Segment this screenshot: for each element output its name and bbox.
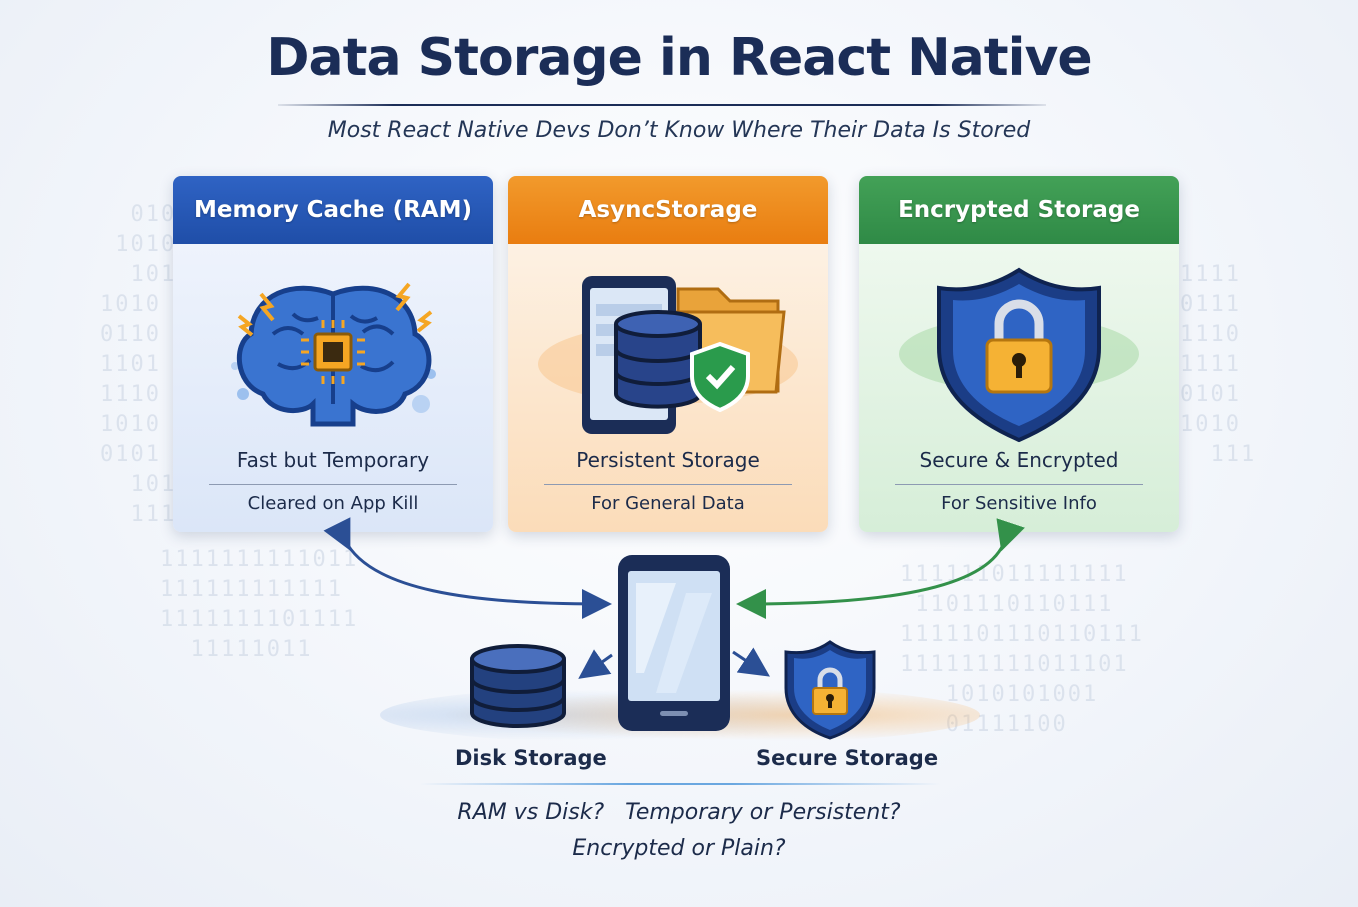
database-icon — [470, 644, 566, 728]
page-subtitle: Most React Native Devs Don’t Know Where … — [327, 118, 1031, 143]
disk-storage-label: Disk Storage — [455, 746, 607, 770]
card-body: Fast but Temporary Cleared on App Kill — [173, 244, 493, 532]
arrow-encrypted-to-phone — [736, 518, 1025, 619]
shield-lock-icon — [899, 267, 1139, 443]
card-title: AsyncStorage — [508, 176, 828, 244]
card-divider — [544, 484, 792, 485]
smartphone-icon — [618, 555, 730, 731]
card-primary-text: Persistent Storage — [576, 448, 760, 472]
question-line-1: RAM vs Disk? Temporary or Persistent? — [457, 800, 901, 825]
card-asyncstorage: AsyncStorage Persistent Storage For Gene… — [508, 176, 828, 532]
card-secondary-text: Cleared on App Kill — [247, 493, 419, 514]
phone-database-folder-icon — [538, 276, 798, 434]
binary-background-bottom-left: 1111111111011 111111111111 1111111101111… — [160, 547, 359, 662]
arrow-memory-to-phone — [323, 517, 612, 619]
binary-background-left: 010 1010 101 1010 0110 1101 1110 1010 01… — [100, 202, 177, 527]
card-secondary-text: For General Data — [591, 493, 745, 514]
arrow-phone-to-disk — [578, 649, 613, 679]
card-memory-cache: Memory Cache (RAM) Fast but Temporary Cl… — [173, 176, 493, 532]
bottom-divider — [420, 783, 940, 785]
secure-storage-label: Secure Storage — [756, 746, 939, 770]
card-divider — [209, 484, 457, 485]
card-divider — [895, 484, 1143, 485]
card-body: Secure & Encrypted For Sensitive Info — [859, 244, 1179, 532]
shield-lock-icon — [784, 640, 876, 740]
card-title: Encrypted Storage — [859, 176, 1179, 244]
page-title: Data Storage in React Native — [266, 28, 1092, 88]
binary-background-right: 1111 0111 1110 1111 0101 1010 111 — [1180, 262, 1257, 467]
binary-background-bottom: 111111011111111 1101110110111 1111101110… — [900, 562, 1144, 737]
title-divider — [278, 104, 1046, 106]
card-primary-text: Secure & Encrypted — [919, 448, 1119, 472]
brain-chip-icon — [231, 282, 436, 427]
arrow-phone-to-secure — [732, 647, 770, 677]
question-line-2: Encrypted or Plain? — [572, 836, 786, 861]
card-body: Persistent Storage For General Data — [508, 244, 828, 532]
card-secondary-text: For Sensitive Info — [941, 493, 1097, 514]
card-encrypted-storage: Encrypted Storage Secure & Encrypted For… — [859, 176, 1179, 532]
card-primary-text: Fast but Temporary — [236, 448, 430, 472]
card-title: Memory Cache (RAM) — [173, 176, 493, 244]
